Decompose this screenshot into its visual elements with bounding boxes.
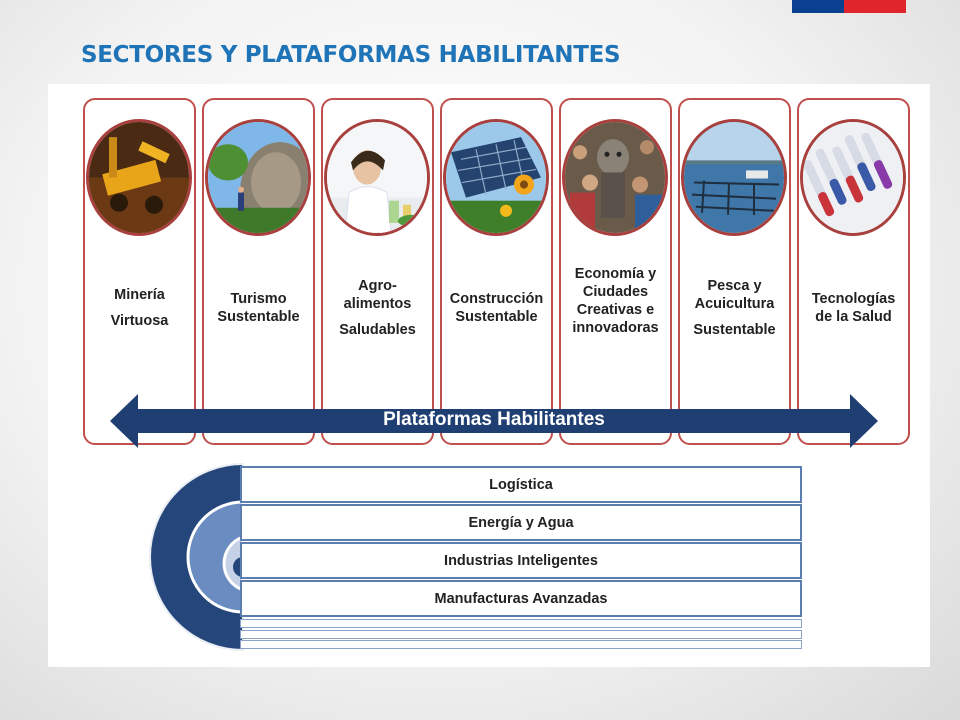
platform-bar-manufacturas: Manufacturas Avanzadas	[240, 580, 802, 617]
sector-label: Pesca y Acuicultura Sustentable	[693, 277, 776, 338]
platform-stripe	[240, 619, 802, 628]
test-tubes-photo	[800, 119, 906, 236]
sector-label: Economía y Ciudades Creativas e innovado…	[572, 265, 659, 336]
lab-scientist-photo	[324, 119, 430, 236]
platform-bar-energia: Energía y Agua	[240, 504, 802, 541]
concentric-rings-icon	[149, 462, 245, 652]
festival-crowd-photo	[562, 119, 668, 236]
mining-machinery-photo	[86, 119, 192, 236]
sector-label: Turismo Sustentable	[217, 290, 300, 325]
sector-card-economia: Economía y Ciudades Creativas e innovado…	[559, 98, 672, 445]
platform-stripe	[240, 640, 802, 649]
sector-card-construccion: Construcción Sustentable	[440, 98, 553, 445]
sector-label: Minería Virtuosa	[110, 286, 169, 329]
arrow-label: Plataformas Habilitantes	[383, 409, 605, 430]
sector-card-pesca: Pesca y Acuicultura Sustentable	[678, 98, 791, 445]
sector-card-agroalimentos: Agro-alimentos Saludables	[321, 98, 434, 445]
flag-red-bar	[844, 0, 906, 13]
sector-card-salud: Tecnologías de la Salud	[797, 98, 910, 445]
solar-panels-photo	[443, 119, 549, 236]
platform-bar-logistica: Logística	[240, 466, 802, 503]
flag-blue-bar	[792, 0, 844, 13]
fish-farm-photo	[681, 119, 787, 236]
tourism-rock-photo	[205, 119, 311, 236]
sector-label: Agro-alimentos Saludables	[339, 277, 416, 338]
sector-label: Construcción Sustentable	[449, 290, 544, 325]
page-title: SECTORES Y PLATAFORMAS HABILITANTES	[81, 42, 621, 68]
sector-card-turismo: Turismo Sustentable	[202, 98, 315, 445]
diagram-panel: Minería Virtuosa Turismo Sustentable	[48, 84, 930, 667]
sector-label: Tecnologías de la Salud	[811, 290, 896, 325]
double-arrow-icon	[110, 394, 878, 448]
sector-card-mineria: Minería Virtuosa	[83, 98, 196, 445]
platform-stripe	[240, 630, 802, 639]
platform-bar-industrias: Industrias Inteligentes	[240, 542, 802, 579]
